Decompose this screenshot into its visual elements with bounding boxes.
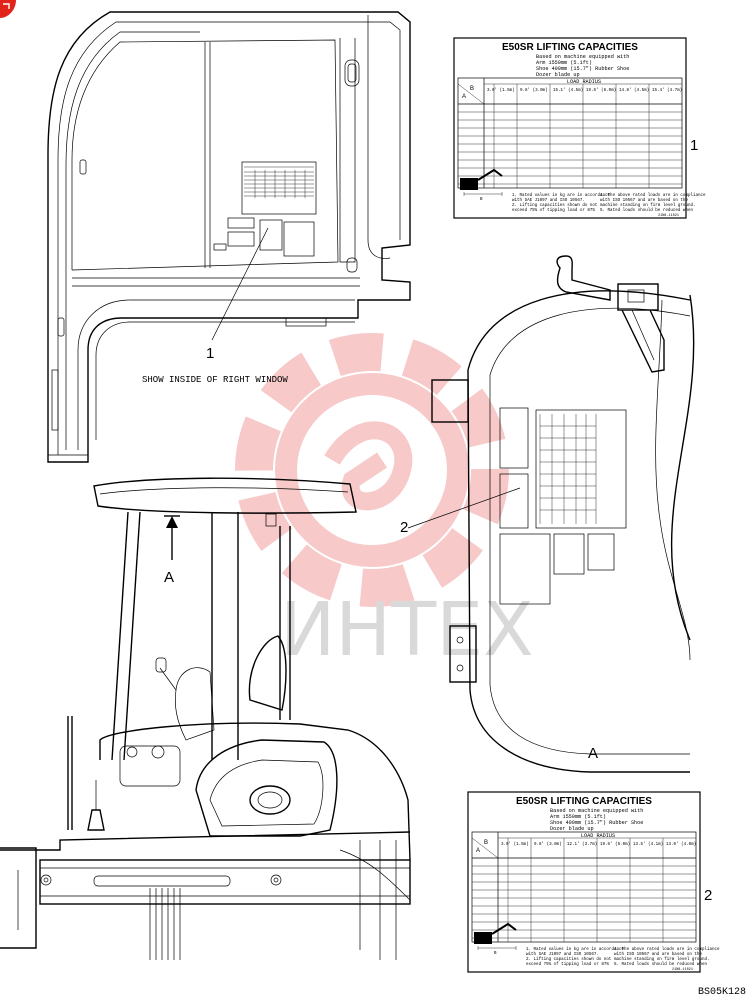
svg-text:15.4' (4.7m): 15.4' (4.7m): [652, 88, 682, 93]
svg-text:13.0' (4.0m): 13.0' (4.0m): [666, 842, 696, 847]
svg-text:1. Rated values in kg are in a: 1. Rated values in kg are in accordance: [526, 947, 624, 952]
svg-text:E50SR LIFTING CAPACITIES: E50SR LIFTING CAPACITIES: [502, 42, 638, 53]
lifting-capacity-decal-1: E50SR LIFTING CAPACITIES Based on machin…: [453, 37, 706, 219]
cab-window-drawing: [47, 11, 411, 463]
svg-text:5. Rated loads should be reduc: 5. Rated loads should be reduced when: [600, 208, 693, 213]
svg-text:with ISO 10567 and are based o: with ISO 10567 and are based on the: [600, 198, 688, 203]
svg-text:2. Lifting capacities shown do: 2. Lifting capacities shown do not: [512, 203, 598, 208]
svg-text:19.6' (6.0m): 19.6' (6.0m): [600, 842, 630, 847]
svg-text:19.6' (6.0m): 19.6' (6.0m): [586, 88, 616, 93]
svg-text:with SAE J1097 and ISO 10567.: with SAE J1097 and ISO 10567.: [512, 198, 585, 203]
svg-text:21N8-11021: 21N8-11021: [658, 214, 679, 218]
callout-1-decal: 1: [690, 137, 698, 154]
svg-text:Based on machine equipped with: Based on machine equipped with: [536, 54, 629, 60]
excavator-canopy-drawing: [0, 477, 411, 960]
svg-text:B: B: [470, 86, 474, 92]
svg-text:9.8' (3.0m): 9.8' (3.0m): [520, 88, 548, 93]
svg-text:B: B: [480, 198, 483, 202]
svg-text:machine standing on firm level: machine standing on firm level ground.: [614, 957, 710, 962]
callout-2-window: 2: [400, 519, 408, 536]
svg-text:15.1' (4.5m): 15.1' (4.5m): [553, 88, 583, 93]
svg-text:LOAD RADIUS: LOAD RADIUS: [581, 833, 615, 839]
svg-text:12.1' (3.7m): 12.1' (3.7m): [567, 842, 597, 847]
svg-text:3.0' (1.5m): 3.0' (1.5m): [501, 842, 529, 847]
svg-text:Dozer blade up: Dozer blade up: [536, 72, 580, 78]
caption-show-inside: SHOW INSIDE OF RIGHT WINDOW: [142, 375, 288, 385]
svg-text:1. Rated values in kg are in a: 1. Rated values in kg are in accordance: [512, 193, 610, 198]
watermark-text: ИНТЕХ: [280, 587, 534, 673]
svg-text:13.5' (4.1m): 13.5' (4.1m): [633, 842, 663, 847]
callout-2-decal: 2: [704, 887, 712, 904]
svg-text:with SAE J1097 and ISO 10567.: with SAE J1097 and ISO 10567.: [526, 952, 599, 957]
svg-text:A: A: [476, 848, 480, 854]
svg-text:B: B: [484, 840, 488, 846]
svg-text:LOAD RADIUS: LOAD RADIUS: [567, 79, 601, 85]
drawing-code: BS05K128: [698, 987, 746, 998]
callout-1-top: 1: [206, 345, 214, 362]
svg-text:9.8' (3.0m): 9.8' (3.0m): [534, 842, 562, 847]
svg-text:14.8' (4.5m): 14.8' (4.5m): [619, 88, 649, 93]
svg-text:Arm 1550mm (5.1ft): Arm 1550mm (5.1ft): [536, 60, 592, 66]
svg-text:Dozer blade up: Dozer blade up: [550, 826, 594, 832]
svg-text:E50SR LIFTING CAPACITIES: E50SR LIFTING CAPACITIES: [516, 796, 652, 807]
lifting-capacity-decal-2: E50SR LIFTING CAPACITIES Based on machin…: [467, 791, 720, 973]
corner-badge-icon: [0, 0, 16, 18]
svg-text:exceed 75% of tipping load or: exceed 75% of tipping load or 87%: [512, 208, 595, 213]
svg-text:Based on machine equipped with: Based on machine equipped with: [550, 808, 643, 814]
svg-text:Shoe 400mm (15.7") Rubber: Shoe 400mm (15.7") Rubber Shoe: [550, 820, 643, 826]
view-arrow-label: A: [164, 569, 174, 586]
svg-text:exceed 75% of tipping load or: exceed 75% of tipping load or 87%: [526, 962, 609, 967]
window-decal-thumbnail: [213, 161, 317, 257]
svg-text:5. Rated loads should be reduc: 5. Rated loads should be reduced when: [614, 962, 707, 967]
svg-text:A: A: [462, 94, 466, 100]
svg-text:21N8-11021: 21N8-11021: [672, 968, 693, 972]
svg-text:B: B: [494, 952, 497, 956]
svg-text:4. The above rated loads are i: 4. The above rated loads are in complian…: [600, 193, 706, 198]
svg-text:Arm 1550mm (5.1ft): Arm 1550mm (5.1ft): [550, 814, 606, 820]
svg-text:Shoe 400mm (15.7") Rubber: Shoe 400mm (15.7") Rubber Shoe: [536, 66, 629, 72]
svg-text:4. The above rated loads are i: 4. The above rated loads are in complian…: [614, 947, 720, 952]
svg-text:3.0' (1.5m): 3.0' (1.5m): [487, 88, 515, 93]
view-a-label: A: [588, 745, 598, 762]
view-a-window-drawing: [407, 255, 695, 773]
svg-text:2. Lifting capacities shown do: 2. Lifting capacities shown do not: [526, 957, 612, 962]
svg-text:machine standing on firm level: machine standing on firm level ground.: [600, 203, 696, 208]
svg-text:with ISO 10567 and are based o: with ISO 10567 and are based on the: [614, 952, 702, 957]
